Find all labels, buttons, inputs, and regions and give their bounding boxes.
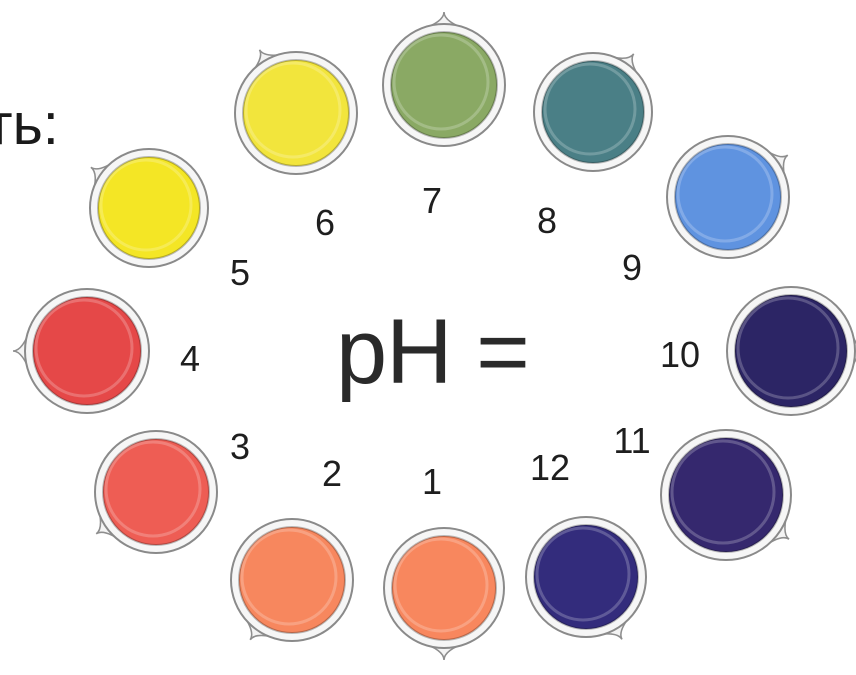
ph-label-7: 7	[422, 183, 442, 219]
ph-label-2: 2	[322, 456, 342, 492]
beaker-ph-9	[667, 136, 789, 258]
beaker-ph-4	[13, 289, 149, 413]
ph-label-8: 8	[537, 203, 557, 239]
beaker-ph-3	[95, 431, 217, 553]
beaker-ph-7	[383, 12, 505, 146]
ph-label-1: 1	[422, 464, 442, 500]
beaker-ph-10	[727, 287, 856, 415]
beaker-ph-8	[534, 53, 652, 171]
ph-center-label: pH =	[336, 306, 529, 398]
beaker-ph-12	[526, 517, 646, 639]
ph-label-3: 3	[230, 429, 250, 465]
ph-label-11: 11	[613, 423, 650, 459]
ph-label-5: 5	[230, 255, 250, 291]
ph-label-6: 6	[315, 205, 335, 241]
beaker-ph-5	[90, 149, 208, 267]
beaker-ph-6	[235, 50, 357, 174]
ph-label-9: 9	[622, 250, 642, 286]
beaker-ph-11	[661, 430, 791, 560]
heading-fragment: ть:	[0, 96, 59, 154]
beaker-ph-1	[384, 528, 504, 660]
ph-label-10: 10	[660, 337, 700, 373]
beaker-ph-2	[231, 519, 353, 641]
ph-label-4: 4	[180, 341, 200, 377]
ph-label-12: 12	[530, 450, 570, 486]
